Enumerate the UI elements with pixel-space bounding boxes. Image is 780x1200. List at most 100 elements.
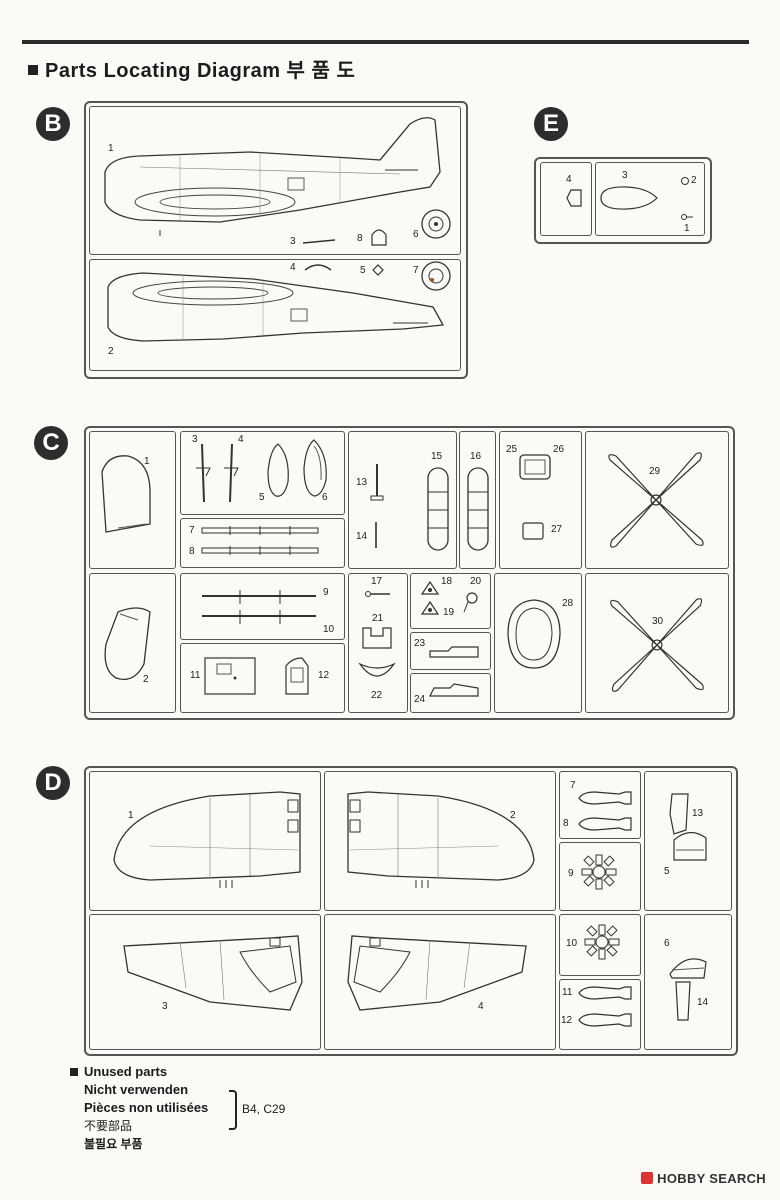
part-c15-drop-tank bbox=[427, 467, 449, 551]
sprue-e-cell-right bbox=[595, 162, 705, 236]
sprue-c-cell-2 bbox=[89, 573, 176, 713]
top-rule bbox=[22, 40, 749, 44]
sprue-d-frame bbox=[84, 766, 738, 1056]
part-label-e4: 4 bbox=[566, 174, 572, 185]
hobby-search-logo-icon bbox=[641, 1172, 654, 1184]
part-label-b1: 1 bbox=[108, 143, 114, 154]
sprue-b-upper-runner bbox=[89, 106, 461, 255]
part-label-d6: 6 bbox=[664, 938, 670, 949]
part-label-d2: 2 bbox=[510, 810, 516, 821]
part-b8-seat bbox=[371, 229, 387, 246]
part-c1-cowl-flap bbox=[101, 455, 151, 533]
part-label-c12: 12 bbox=[318, 670, 330, 681]
sprue-c-cell-18-20 bbox=[410, 573, 491, 629]
sprue-c-badge: C bbox=[34, 426, 68, 460]
part-label-c5: 5 bbox=[259, 492, 265, 503]
part-label-d4: 4 bbox=[478, 1001, 484, 1012]
bullet-square-icon bbox=[28, 65, 38, 75]
part-e4-window bbox=[566, 189, 582, 207]
part-d9-engine bbox=[581, 854, 617, 890]
part-c5-door bbox=[267, 443, 289, 497]
part-c24-part bbox=[429, 683, 479, 697]
part-label-c7: 7 bbox=[189, 525, 195, 536]
part-label-c17: 17 bbox=[371, 576, 383, 587]
part-d11-bomb bbox=[578, 986, 632, 1000]
part-e3-canopy bbox=[600, 186, 658, 210]
part-label-c29: 29 bbox=[649, 466, 661, 477]
part-label-c19: 19 bbox=[443, 607, 455, 618]
page-title: Parts Locating Diagram 부 품 도 bbox=[28, 54, 355, 83]
part-label-d12: 12 bbox=[561, 1015, 573, 1026]
part-label-d14: 14 bbox=[697, 997, 709, 1008]
part-c25-c26-seat bbox=[519, 454, 551, 480]
sprue-c-cell-11-12 bbox=[180, 643, 345, 713]
unused-heading-text: Unused parts bbox=[84, 1064, 168, 1079]
part-c27-panel bbox=[522, 522, 544, 540]
fuselage-half-left bbox=[104, 117, 441, 236]
part-d10-engine bbox=[584, 924, 620, 960]
part-label-c21: 21 bbox=[372, 613, 384, 624]
watermark: HOBBY SEARCH bbox=[641, 1171, 766, 1186]
part-c28-cowl-ring bbox=[507, 599, 561, 669]
unused-japanese: 不要部品 bbox=[84, 1119, 133, 1133]
part-label-b3: 3 bbox=[290, 236, 296, 247]
part-label-c4: 4 bbox=[238, 434, 244, 445]
unused-german: Nicht verwenden bbox=[84, 1082, 189, 1097]
sprue-d-cell-7-8 bbox=[559, 771, 641, 839]
part-c17-pin bbox=[365, 591, 390, 597]
unused-parts-list: B4, C29 bbox=[242, 1102, 286, 1116]
part-label-c18: 18 bbox=[441, 576, 453, 587]
part-label-d13: 13 bbox=[692, 808, 704, 819]
part-c13-stick bbox=[370, 464, 384, 501]
part-label-c8: 8 bbox=[189, 546, 195, 557]
bullet-square-icon bbox=[70, 1068, 78, 1076]
part-c2-cowl-flap bbox=[104, 607, 151, 681]
part-label-c11: 11 bbox=[190, 670, 201, 681]
part-label-c13: 13 bbox=[356, 477, 368, 488]
part-c23-part bbox=[429, 646, 479, 658]
part-label-c2: 2 bbox=[143, 674, 149, 685]
sprue-c-frame bbox=[84, 426, 735, 720]
part-d1-wing-lower-left bbox=[113, 791, 301, 888]
part-c9-c10-rails bbox=[202, 590, 316, 624]
part-d8-bomb bbox=[578, 817, 632, 831]
sprue-c-cell-16 bbox=[459, 431, 496, 569]
part-b7-wheel bbox=[421, 261, 451, 291]
part-c29-propeller bbox=[608, 452, 704, 548]
sprue-c-cell-25-27 bbox=[499, 431, 582, 569]
part-d13-d5-wheel-well bbox=[669, 793, 707, 861]
sprue-e-cell-left bbox=[540, 162, 592, 236]
part-label-c6: 6 bbox=[322, 492, 328, 503]
part-label-c23: 23 bbox=[414, 638, 426, 649]
part-label-e2: 2 bbox=[691, 175, 697, 186]
sprue-d-cell-3 bbox=[89, 914, 321, 1050]
unused-parts-legend: Unused parts Nicht verwenden Pièces non … bbox=[70, 1063, 208, 1153]
part-c16-drop-tank bbox=[467, 467, 489, 551]
part-c14-pin bbox=[375, 522, 377, 548]
part-label-c30: 30 bbox=[652, 616, 664, 627]
page-title-text: Parts Locating Diagram 부 품 도 bbox=[45, 60, 356, 82]
sprue-b-frame bbox=[84, 101, 468, 379]
part-label-c3: 3 bbox=[192, 434, 198, 445]
sprue-b-lower-runner bbox=[89, 259, 461, 371]
part-d12-bomb bbox=[578, 1013, 632, 1027]
part-d7-bomb bbox=[578, 791, 632, 805]
part-c21-bracket bbox=[362, 627, 392, 649]
part-label-b8: 8 bbox=[357, 233, 363, 244]
part-label-d7: 7 bbox=[570, 780, 576, 791]
part-label-b7: 7 bbox=[413, 265, 419, 276]
part-d6-d14-wheel-well bbox=[669, 958, 707, 1021]
part-c6-door bbox=[303, 439, 327, 497]
sprue-c-cell-13-14 bbox=[348, 431, 457, 569]
part-c11-floor bbox=[204, 657, 256, 695]
unused-korean: 불필요 부품 bbox=[84, 1137, 143, 1151]
part-label-e1: 1 bbox=[684, 223, 690, 234]
watermark-text: HOBBY SEARCH bbox=[657, 1171, 766, 1186]
part-b3-antenna bbox=[302, 239, 336, 244]
part-label-c15: 15 bbox=[431, 451, 443, 462]
part-label-b6: 6 bbox=[413, 229, 419, 240]
part-c3-c4-landing-struts bbox=[196, 443, 239, 503]
part-d2-wing-lower-right bbox=[347, 791, 535, 888]
part-label-c26: 26 bbox=[553, 444, 565, 455]
sprue-e-badge: E bbox=[534, 107, 568, 141]
